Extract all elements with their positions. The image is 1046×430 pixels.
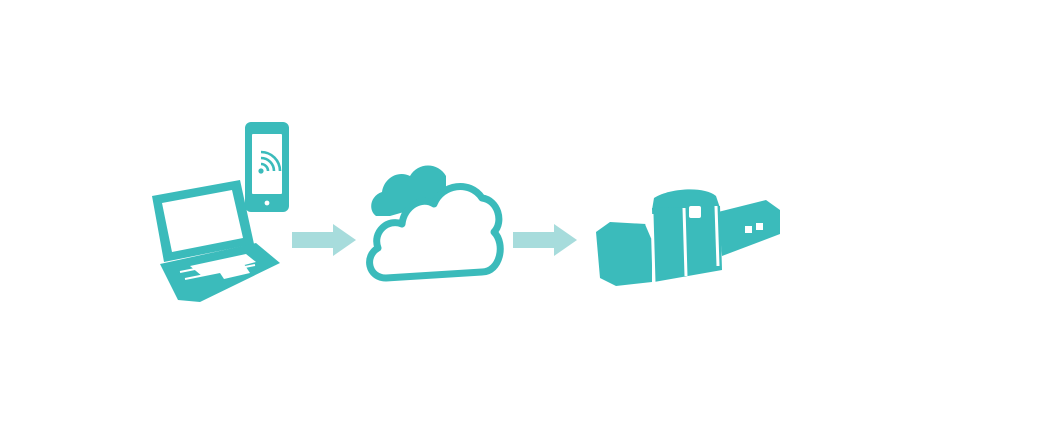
arrow-cloud-to-machine bbox=[513, 224, 577, 256]
arrow-devices-to-cloud bbox=[292, 224, 356, 256]
machine-icon bbox=[596, 189, 780, 286]
phone-icon bbox=[245, 122, 289, 212]
laptop-icon bbox=[152, 180, 280, 302]
cloud-icon bbox=[366, 165, 504, 282]
wifi-signal-icon bbox=[258, 150, 282, 174]
